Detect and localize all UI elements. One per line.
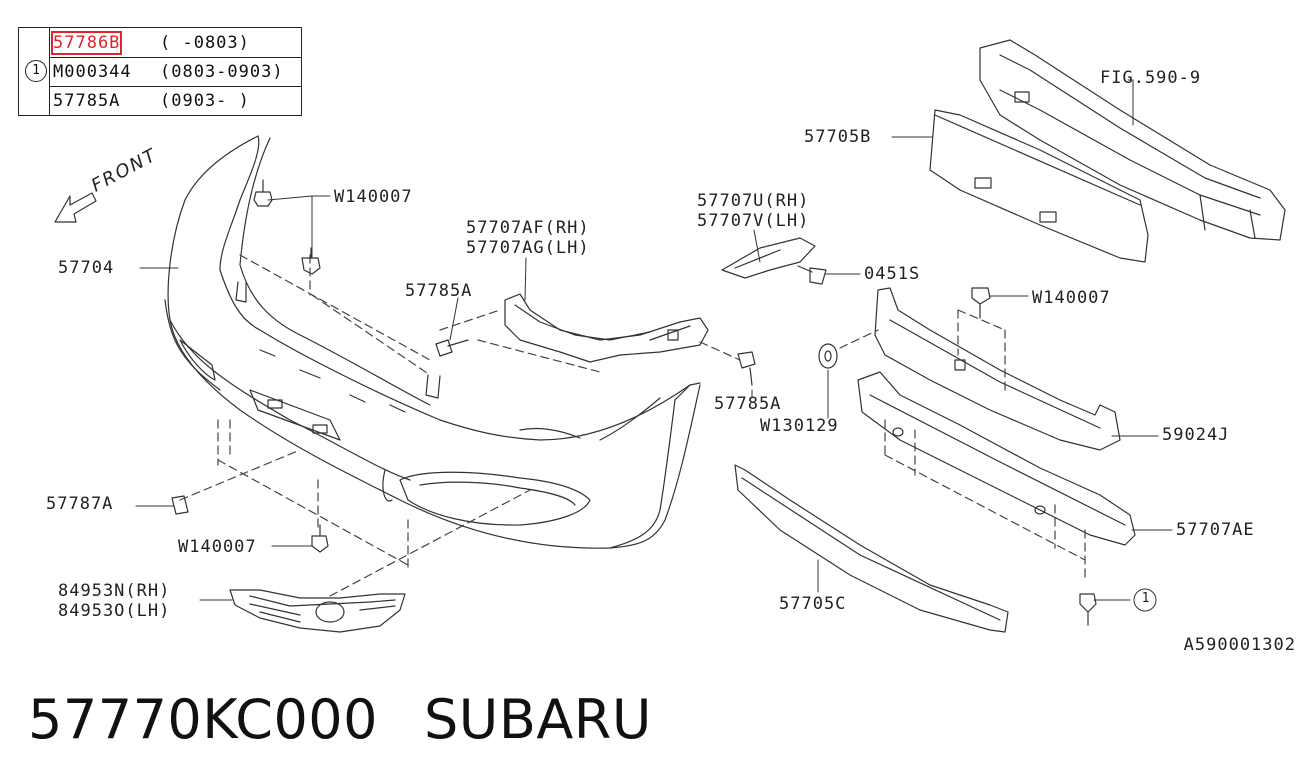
screw-57785a-left xyxy=(436,340,468,356)
bumper-beam-reinforcement xyxy=(980,40,1285,240)
label-w140007-top[interactable]: W140007 xyxy=(334,187,413,207)
legend-date-range: (0803-0903) xyxy=(160,62,284,82)
energy-absorber-57705c xyxy=(735,465,1008,632)
supersession-legend: 1 57786B ( -0803) M000344 (0803-0903) 57… xyxy=(18,27,302,116)
screw-57785a-center xyxy=(738,352,755,385)
label-84953n[interactable]: 84953N(RH) xyxy=(58,581,171,601)
clip-w140007-right xyxy=(972,288,990,318)
leader-lines xyxy=(136,80,1172,600)
diagram-reference-code: A590001302 xyxy=(1183,635,1296,655)
clip-w140007-bottom xyxy=(312,525,328,552)
lower-bracket-59024j xyxy=(875,288,1120,450)
fog-lamp-grille-84953n xyxy=(230,590,405,632)
clip-w140007-top xyxy=(254,180,320,274)
front-arrow-icon xyxy=(55,193,96,222)
assembly-guide-lines xyxy=(180,255,740,596)
label-57707u[interactable]: 57707U(RH) xyxy=(697,191,810,211)
label-57707ae[interactable]: 57707AE xyxy=(1176,520,1255,540)
label-0451s[interactable]: 0451S xyxy=(864,264,921,284)
front-bumper-cover xyxy=(165,136,700,548)
legend-circle-marker: 1 xyxy=(25,60,47,82)
bolt-callout-1 xyxy=(1080,594,1096,625)
footer-brand: SUBARU xyxy=(424,688,652,751)
legend-row: M000344 (0803-0903) xyxy=(50,57,301,87)
legend-row: 57786B ( -0803) xyxy=(50,28,301,58)
energy-absorber-57705b xyxy=(930,110,1148,262)
label-57704[interactable]: 57704 xyxy=(58,258,115,278)
label-84953o[interactable]: 84953O(LH) xyxy=(58,601,171,621)
callout-1-number: 1 xyxy=(1141,591,1150,606)
legend-part-number-highlighted[interactable]: 57786B xyxy=(50,31,123,55)
bumper-exploded-diagram xyxy=(0,0,1306,680)
legend-date-range: (0903- ) xyxy=(160,91,250,111)
label-57707v[interactable]: 57707V(LH) xyxy=(697,211,810,231)
washer-w130129 xyxy=(819,344,837,368)
legend-part-number[interactable]: 57785A xyxy=(53,91,121,111)
lower-reinforcement-57707ae xyxy=(858,372,1135,545)
label-57785a-center[interactable]: 57785A xyxy=(714,394,782,414)
legend-date-range: ( -0803) xyxy=(160,33,250,53)
clip-57787a xyxy=(172,496,188,514)
label-w130129[interactable]: W130129 xyxy=(760,416,839,436)
label-57707ag[interactable]: 57707AG(LH) xyxy=(466,238,590,258)
label-59024j[interactable]: 59024J xyxy=(1162,425,1230,445)
legend-row: 57785A (0903- ) xyxy=(50,86,301,115)
right-guide-lines xyxy=(840,310,1085,580)
label-fig-590-9[interactable]: FIG.590-9 xyxy=(1100,68,1202,88)
footer-part-number: 57770KC000 xyxy=(28,688,379,751)
label-57707af[interactable]: 57707AF(RH) xyxy=(466,218,590,238)
bracket-57707u xyxy=(722,238,815,278)
legend-part-number[interactable]: M000344 xyxy=(53,62,132,82)
label-57787a[interactable]: 57787A xyxy=(46,494,114,514)
side-bracket-57707af xyxy=(505,294,708,362)
label-w140007-bottom[interactable]: W140007 xyxy=(178,537,257,557)
label-57705c[interactable]: 57705C xyxy=(779,594,847,614)
screw-0451s xyxy=(798,266,826,284)
footer-title: 57770KC000 SUBARU xyxy=(28,688,698,751)
label-w140007-right[interactable]: W140007 xyxy=(1032,288,1111,308)
label-57785a-left[interactable]: 57785A xyxy=(405,281,473,301)
legend-divider xyxy=(49,28,50,115)
label-57705b[interactable]: 57705B xyxy=(804,127,872,147)
callout-circle-1 xyxy=(1134,589,1156,611)
